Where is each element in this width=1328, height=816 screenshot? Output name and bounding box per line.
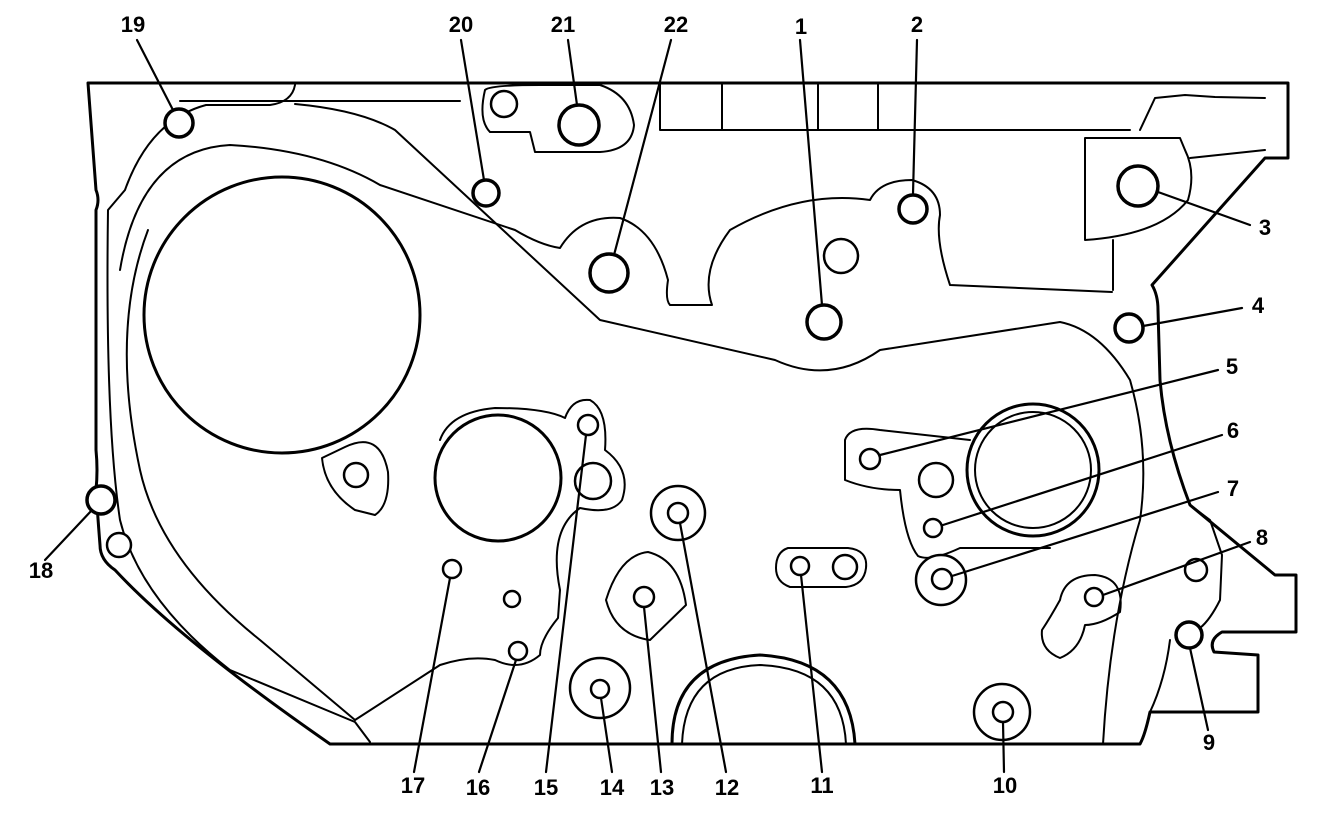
bolt-hole-19 [163, 107, 195, 139]
leader-9 [1188, 646, 1210, 732]
bolt-hole-11 [789, 555, 811, 577]
leader-10 [1001, 720, 1006, 774]
callout-18: 18 [29, 558, 53, 583]
leader-20 [459, 38, 486, 182]
bolt-hole-22 [588, 252, 630, 294]
leader-21 [566, 38, 579, 107]
leader-6 [941, 433, 1224, 527]
pad-21 [481, 84, 635, 153]
callout-17: 17 [401, 773, 425, 798]
bolt-hole-6 [922, 517, 944, 539]
callout-3: 3 [1259, 215, 1271, 240]
callout-16: 16 [466, 775, 490, 800]
callout-14: 14 [600, 775, 625, 800]
leader-19 [135, 38, 175, 112]
leader-1 [798, 38, 824, 307]
callout-19: 19 [121, 12, 145, 37]
callout-10: 10 [993, 773, 1017, 798]
housing-outline [86, 81, 1298, 746]
bolt-hole-15 [576, 413, 600, 437]
callout-7: 7 [1227, 476, 1239, 501]
aux-hole [489, 89, 519, 119]
oil-pump-housing [354, 398, 626, 721]
oil-pump-bore [433, 413, 563, 543]
callout-1: 1 [795, 14, 807, 39]
leader-17 [412, 576, 452, 774]
callout-11: 11 [810, 773, 833, 798]
bores [142, 175, 1122, 746]
lower-arch-inner [681, 664, 847, 745]
tab-bracket [321, 441, 390, 516]
callout-labels: 1 2 3 4 5 6 7 8 9 10 11 12 13 14 15 16 1… [29, 12, 1271, 800]
bolt-hole-12 [666, 501, 690, 525]
bolt-hole-16 [507, 640, 529, 662]
callout-4: 4 [1252, 293, 1265, 318]
leader-16 [477, 658, 518, 774]
leader-15 [544, 433, 588, 774]
callout-21: 21 [551, 12, 575, 37]
callout-13: 13 [650, 775, 674, 800]
leader-18 [43, 508, 94, 562]
callout-15: 15 [534, 775, 558, 800]
leader-2 [911, 38, 919, 196]
slot-hole [831, 553, 859, 581]
bolt-hole-4 [1113, 312, 1145, 344]
bolt-hole-14 [589, 678, 611, 700]
bolt-hole-17 [441, 558, 463, 580]
leader-12 [678, 521, 728, 774]
callout-2: 2 [911, 12, 923, 37]
aux-hole [502, 589, 522, 609]
callout-22: 22 [664, 12, 688, 37]
aux-hole [917, 461, 955, 499]
leader-8 [1101, 540, 1252, 597]
callout-9: 9 [1203, 730, 1215, 755]
leader-11 [799, 573, 824, 774]
leader-13 [642, 605, 663, 774]
bolt-hole-8 [1083, 586, 1105, 608]
aux-hole [573, 461, 613, 501]
bolt-hole-1 [805, 303, 843, 341]
figure-eight-pad [1040, 574, 1122, 659]
slot-pad [775, 547, 868, 588]
bolt-hole-5 [858, 447, 882, 471]
leader-14 [599, 696, 614, 774]
leader-7 [950, 490, 1220, 578]
leader-22 [612, 38, 673, 257]
crankshaft-seal-bore [142, 175, 422, 455]
bolt-hole-13 [632, 585, 656, 609]
callout-20: 20 [449, 12, 473, 37]
bolt-hole-3 [1116, 164, 1160, 208]
bolt-hole-7 [930, 567, 954, 591]
bolt-hole-9 [1174, 620, 1204, 650]
callout-8: 8 [1256, 525, 1268, 550]
aux-hole [105, 531, 133, 559]
bolt-holes [85, 84, 1209, 742]
camshaft-seal-bore [965, 402, 1101, 538]
bolt-hole-10 [991, 700, 1015, 724]
aux-hole [342, 461, 370, 489]
leader-lines [43, 38, 1252, 774]
bolt-hole-20 [471, 178, 501, 208]
leader-5 [878, 368, 1220, 457]
callout-5: 5 [1226, 354, 1238, 379]
lower-arch [670, 653, 857, 746]
callout-6: 6 [1227, 418, 1239, 443]
callout-12: 12 [715, 775, 739, 800]
leader-3 [1156, 190, 1252, 227]
aux-hole [822, 237, 860, 275]
lobe-pad [605, 551, 687, 641]
camshaft-seal-bore-inner [974, 411, 1092, 529]
bolt-hole-2 [897, 193, 929, 225]
bolt-hole-18 [85, 484, 117, 516]
bolt-hole-21 [557, 103, 601, 147]
leader-4 [1141, 306, 1244, 328]
